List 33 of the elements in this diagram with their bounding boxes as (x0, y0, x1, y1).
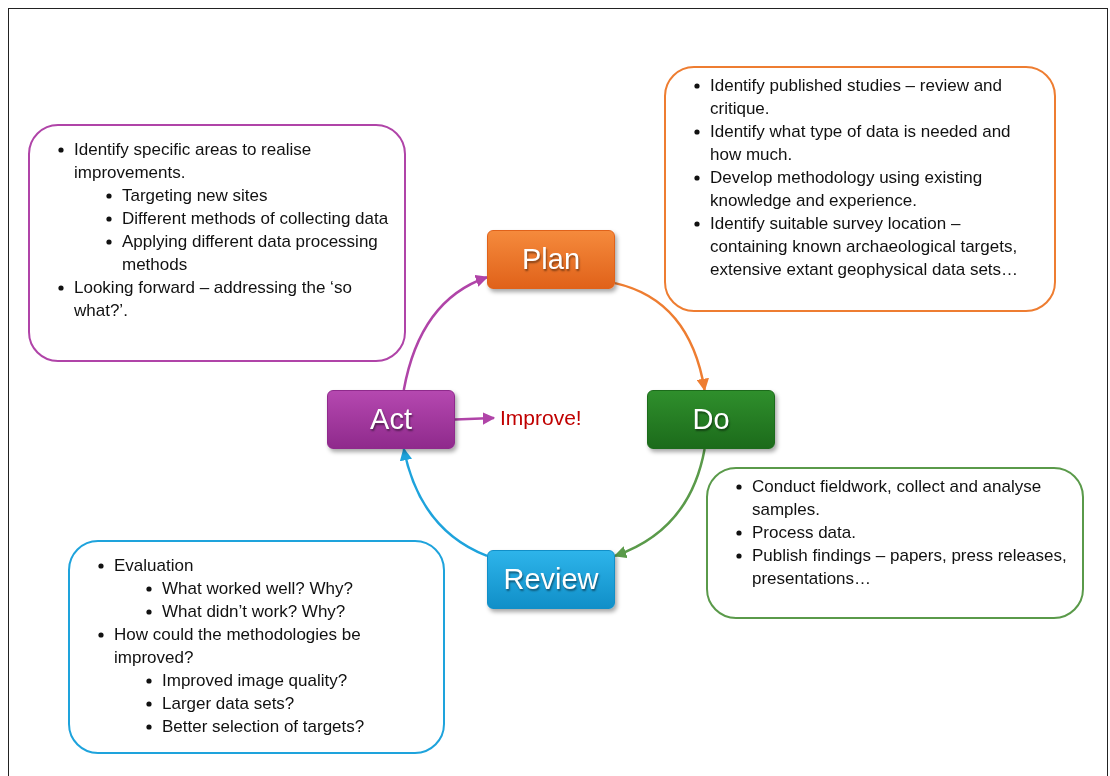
stage-label-box: Act (327, 390, 455, 449)
bullet-text: Publish findings – papers, press releases, presentations… (752, 546, 1067, 588)
bullet-text: How could the methodologies be improved? (114, 625, 361, 667)
stage-label-box: Plan (487, 230, 615, 289)
arrow (402, 275, 489, 391)
bullet-text: Process data. (752, 523, 856, 542)
bullet-text: Develop methodology using existing knowledge and experience. (710, 168, 983, 210)
arrow (613, 448, 706, 558)
bullet-text: Larger data sets? (162, 694, 295, 713)
arrow (614, 281, 709, 392)
bullet-text: Better selection of targets? (162, 717, 365, 736)
arrow (400, 447, 488, 558)
stage-label-box: Review (487, 550, 615, 609)
bullet-text: What didn’t work? Why? (162, 602, 346, 621)
improve-label: Improve! (500, 406, 582, 430)
text-card (706, 467, 1084, 619)
text-card (28, 124, 406, 362)
bullet-text: Identify published studies – review and critique. (710, 76, 1002, 118)
stage-label-box: Do (647, 390, 775, 449)
bullet-text: Improved image quality? (162, 671, 348, 690)
text-card (664, 66, 1056, 312)
bullet-text: Evaluation (114, 556, 194, 575)
bullet-text: Targeting new sites (122, 186, 268, 205)
bullet-text: Identify what type of data is needed and how much. (710, 122, 1011, 164)
bullet-text: Applying different data processing methods (122, 232, 378, 274)
bullet-text: Looking forward – addressing the ‘so what?’. (74, 278, 352, 320)
bullet-text: Identify suitable survey location – containing known archaeological targets, extensive extant geophysical data sets… (710, 214, 1019, 279)
bullet-text: Different methods of collecting data (122, 209, 389, 228)
text-card (68, 540, 445, 754)
bullet-text: Conduct fieldwork, collect and analyse samples. (752, 477, 1042, 519)
arrow (454, 412, 496, 425)
bullet-text: What worked well? Why? (162, 579, 353, 598)
bullet-text: Identify specific areas to realise improvements. (74, 140, 312, 182)
